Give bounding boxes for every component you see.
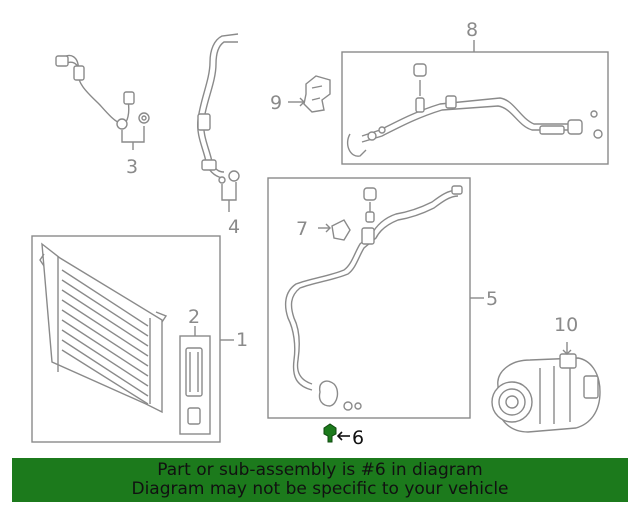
part-9-bracket <box>288 75 331 113</box>
part-5-box <box>267 177 484 419</box>
part-4-hose <box>196 33 240 212</box>
callout-10: 10 <box>554 314 578 336</box>
callout-2: 2 <box>188 306 200 328</box>
part-10-compressor <box>491 342 601 433</box>
banner-line-1: Part or sub-assembly is #6 in diagram <box>157 460 483 480</box>
part-3-hose <box>55 54 150 150</box>
banner-line-2: Diagram may not be specific to your vehi… <box>131 479 509 499</box>
callout-3: 3 <box>126 156 138 178</box>
callout-7: 7 <box>296 218 308 240</box>
part-8-box <box>341 40 609 165</box>
callout-5: 5 <box>486 288 498 310</box>
part-6-highlighted[interactable] <box>323 423 350 443</box>
part-1-condenser <box>31 235 234 443</box>
callout-9: 9 <box>270 92 282 114</box>
callout-8: 8 <box>466 19 478 41</box>
callout-6[interactable]: 6 <box>352 427 364 449</box>
info-banner: Part or sub-assembly is #6 in diagram Di… <box>12 458 628 502</box>
callout-1: 1 <box>236 329 248 351</box>
callout-4: 4 <box>228 216 240 238</box>
